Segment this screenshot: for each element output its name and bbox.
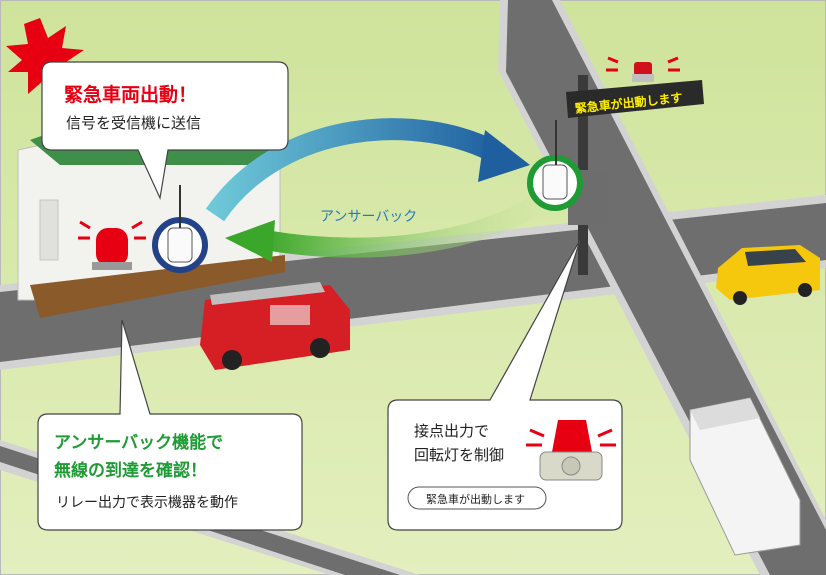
- transmitter-device: [167, 227, 193, 263]
- emergency-burst-icon: [6, 18, 84, 98]
- led-sign-board: [566, 80, 704, 118]
- pill-display: [407, 486, 547, 510]
- bubble-top-body: 信号を受信機に送信: [66, 114, 202, 132]
- fire-truck: [200, 282, 350, 370]
- answerback-arrow-shaft: [263, 182, 562, 258]
- receiver-device: [542, 164, 568, 200]
- sign-lamp: [634, 62, 652, 76]
- bubble-bottom-left-body: リレー出力で表示機器を動作: [56, 495, 238, 511]
- pill-display-text: 緊急車が出動します: [426, 493, 525, 506]
- white-truck: [689, 397, 801, 556]
- answerback-arrow-head: [225, 220, 275, 262]
- yellow-car: [716, 245, 820, 305]
- bubble-bottom-right-line1: 接点出力で: [414, 422, 490, 440]
- bubble-bottom-right-line2: 回転灯を制御: [414, 446, 505, 464]
- bubble-bottom-left-title-2: 無線の到達を確認！: [54, 461, 207, 481]
- bubble-bottom-left: [37, 319, 303, 531]
- answerback-label: アンサーバック: [320, 209, 418, 225]
- station-rotating-lamp: [78, 220, 146, 270]
- transmit-arrow-shaft: [205, 118, 506, 222]
- transmit-arrow-head: [478, 130, 530, 182]
- bubble-bottom-left-title-1: アンサーバック機能で: [54, 433, 224, 453]
- building-door: [39, 199, 59, 261]
- bubble-top-title: 緊急車両出動！: [64, 84, 198, 106]
- building-base: [30, 255, 285, 318]
- rotating-lamp-speaker: [526, 420, 616, 481]
- bubble-top: [41, 61, 289, 201]
